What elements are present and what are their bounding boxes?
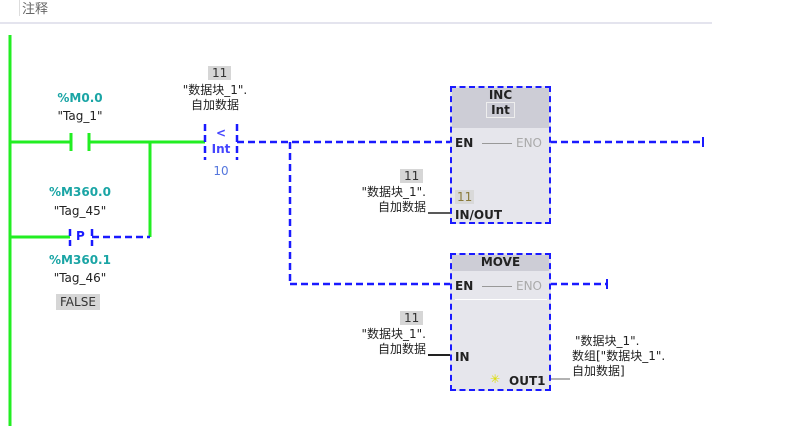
compare-value[interactable]: 10: [213, 164, 229, 178]
add-output-icon[interactable]: ✳: [490, 372, 501, 386]
inc-en: EN: [455, 136, 474, 150]
move-in-operand[interactable]: "数据块_1".自加数据: [328, 327, 427, 357]
move-in-label: IN: [455, 350, 470, 364]
comment-header: 注释: [0, 0, 712, 24]
compare-operand[interactable]: "数据块_1".自加数据: [160, 83, 270, 113]
operand-line: 自加数据: [377, 200, 426, 214]
contact2-address: %M360.0: [49, 185, 111, 199]
inc-operand-value: 11: [400, 169, 424, 183]
divider: [455, 299, 547, 300]
edge-value: FALSE: [56, 294, 100, 310]
edge-tag[interactable]: "Tag_46": [53, 271, 107, 285]
inc-type[interactable]: Int: [486, 102, 515, 118]
operand-line: "数据块_1".: [182, 83, 248, 97]
move-eno: ENO: [516, 279, 543, 293]
inc-operand[interactable]: "数据块_1".自加数据: [328, 185, 427, 215]
operand-line: "数据块_1".: [575, 334, 640, 348]
p-contact-label[interactable]: P: [76, 229, 85, 243]
move-en: EN: [455, 279, 474, 293]
inc-en-eno-line: [482, 143, 512, 144]
contact1-tag[interactable]: "Tag_1": [57, 109, 103, 123]
inc-inout-label: IN/OUT: [455, 208, 503, 222]
compare-instruction[interactable]: < Int: [205, 125, 237, 157]
move-block[interactable]: MOVE EN ENO IN ✳ OUT1: [450, 253, 551, 391]
operand-line: 自加数据: [377, 342, 426, 356]
inc-title: INC: [488, 88, 513, 102]
inc-inout-value: 11: [455, 190, 475, 204]
compare-type: Int: [211, 142, 231, 156]
compare-live-value: 11: [208, 66, 232, 80]
operand-line: 自加数据: [190, 98, 239, 112]
contact2-tag[interactable]: "Tag_45": [53, 204, 107, 218]
inc-eno: ENO: [516, 136, 543, 150]
operand-line: 自加数据]: [572, 364, 625, 378]
move-title: MOVE: [452, 255, 549, 271]
comment-label[interactable]: 注释: [22, 2, 49, 17]
compare-op: <: [215, 126, 227, 140]
operand-line: 数组["数据块_1".: [572, 349, 666, 363]
move-en-eno-line: [482, 286, 512, 287]
edge-address: %M360.1: [49, 253, 111, 267]
operand-line: "数据块_1".: [361, 185, 427, 199]
operand-line: "数据块_1".: [361, 327, 427, 341]
move-out-operand[interactable]: "数据块_1".数组["数据块_1".自加数据]: [572, 334, 712, 379]
move-in-value: 11: [400, 311, 424, 325]
contact1-address: %M0.0: [57, 91, 103, 105]
move-out-label: OUT1: [509, 374, 546, 388]
